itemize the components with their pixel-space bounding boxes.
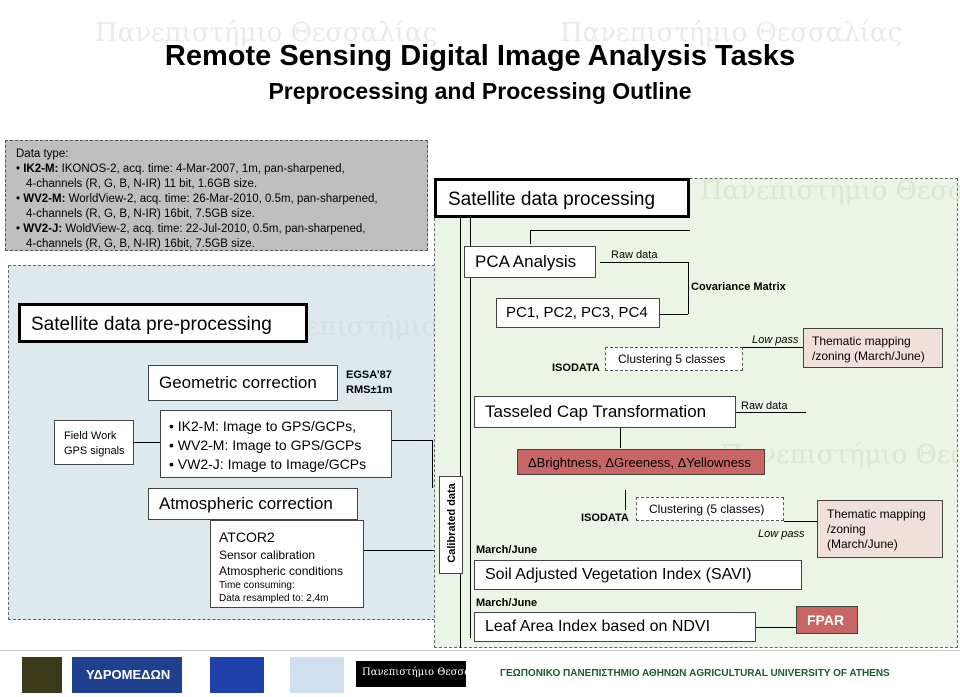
geometric-correction-box: Geometric correction: [148, 365, 338, 401]
tasseled-cap-bands-label: ΔBrightness, ΔGreeness, ΔYellowness: [528, 455, 751, 470]
covariance-matrix-label: Covariance Matrix: [691, 281, 786, 293]
connector: [470, 218, 471, 638]
page-subtitle: Preprocessing and Processing Outline: [268, 78, 692, 104]
atcor-line: Sensor calibration: [219, 548, 316, 562]
egsa-label: EGSA’87: [346, 369, 392, 381]
march-june-label: March/June: [476, 544, 538, 556]
atmospheric-correction-box: Atmospheric correction: [148, 488, 358, 520]
connector: [743, 347, 803, 348]
isodata-label: ISODATA: [581, 512, 629, 524]
field-work-label: Field Work: [64, 430, 117, 442]
connector: [620, 428, 621, 448]
atcor-small: Time consuming:: [219, 580, 295, 591]
clustering-label: Clustering (5 classes): [649, 502, 765, 516]
gcp-item: • IK2-M: Image to GPS/GCPs,: [169, 418, 356, 434]
watermark: Πανεπιστήμιο Θεσσαλίας: [700, 176, 960, 206]
tasseled-cap-box: Tasseled Cap Transformation: [474, 396, 736, 428]
connector: [392, 440, 432, 441]
rms-label: RMS±1m: [346, 384, 393, 396]
gcp-item: • WV2-M: Image to GPS/GCPs: [169, 437, 362, 453]
hydromedon-logo: ΥΔΡΟΜΕΔΩΝ: [72, 657, 182, 693]
march-june-label: March/June: [476, 597, 538, 609]
agricultural-university-logo: ΓΕΩΠΟΝΙΚΟ ΠΑΝΕΠΙΣΤΗΜΙΟ ΑΘΗΝΩΝ AGRICULTUR…: [476, 659, 958, 691]
thematic-mapping-box: Thematic mapping /zoning (March/June): [817, 500, 943, 558]
data-type-item-cont: 4-channels (R, G, B, N-IR) 11 bit, 1.6GB…: [26, 178, 258, 190]
preprocessing-title-box: Satellite data pre-processing: [18, 303, 308, 343]
data-type-item: IK2-M: IKONOS-2, acq. time: 4-Mar-2007, …: [16, 162, 417, 177]
clustering-box: Clustering (5 classes): [636, 497, 784, 521]
preprocessing-title: Satellite data pre-processing: [31, 314, 272, 335]
raw-data-label: Raw data: [741, 400, 788, 412]
data-type-list: IK2-M: IKONOS-2, acq. time: 4-Mar-2007, …: [16, 162, 417, 252]
low-pass-label: Low pass: [752, 334, 799, 346]
connector: [134, 442, 160, 443]
tasseled-cap-label: Tasseled Cap Transformation: [485, 402, 707, 421]
university-logo: Πανεπιστήμιο Θεσσαλίας: [356, 661, 494, 687]
watermark: Πανεπιστήμιο Θεσσαλίας: [560, 18, 903, 48]
gcp-box: • IK2-M: Image to GPS/GCPs, • WV2-M: Ima…: [160, 410, 392, 478]
connector: [660, 314, 688, 315]
connector: [736, 412, 806, 413]
field-work-box: Field Work GPS signals: [54, 420, 134, 465]
lai-box: Leaf Area Index based on NDVI: [474, 612, 756, 642]
gcp-item: • VW2-J: Image to Image/GCPs: [169, 456, 367, 472]
isodata-label: ISODATA: [552, 362, 600, 374]
clustering-box: Clustering 5 classes: [605, 347, 743, 371]
lai-label: Leaf Area Index based on NDVI: [485, 618, 711, 635]
watermark: Πανεπιστήμιο Θεσσαλίας: [95, 18, 438, 48]
eu-flag-icon: [210, 657, 264, 693]
processing-title: Satellite data processing: [448, 189, 656, 210]
fpar-label: FPAR: [807, 612, 845, 628]
footer-bar: ΥΔΡΟΜΕΔΩΝ Πανεπιστήμιο Θεσσαλίας ΓΕΩΠΟΝΙ…: [0, 650, 960, 697]
savi-box: Soil Adjusted Vegetation Index (SAVI): [474, 560, 802, 590]
tasseled-cap-bands-box: ΔBrightness, ΔGreeness, ΔYellowness: [517, 449, 765, 475]
atcor-label: ATCOR2: [219, 529, 275, 545]
data-type-item: WV2-M: WorldView-2, acq. time: 26-Mar-20…: [16, 192, 417, 207]
calibrated-data-box: Calibrated data: [439, 476, 463, 574]
connector: [784, 521, 817, 522]
pcs-box: PC1, PC2, PC3, PC4: [496, 298, 660, 328]
data-type-item: WV2-J: WoldView-2, acq. time: 22-Jul-201…: [16, 222, 417, 237]
connector: [756, 627, 796, 628]
atcor-line: Atmospheric conditions: [219, 564, 344, 578]
connector: [600, 262, 688, 263]
mountain-logo-icon: [22, 657, 62, 693]
gps-signals-label: GPS signals: [64, 445, 125, 457]
geometric-correction-label: Geometric correction: [159, 373, 317, 392]
thematic-mapping-label: Thematic mapping /zoning (March/June): [812, 334, 925, 363]
raw-data-label: Raw data: [611, 249, 658, 261]
pca-label: PCA Analysis: [475, 252, 577, 271]
clustering-label: Clustering 5 classes: [618, 352, 726, 366]
connector: [460, 218, 461, 648]
thematic-mapping-label: Thematic mapping /zoning (March/June): [827, 507, 926, 551]
page-title: Remote Sensing Digital Image Analysis Ta…: [164, 40, 796, 72]
thematic-mapping-box: Thematic mapping /zoning (March/June): [803, 328, 943, 368]
pca-box: PCA Analysis: [464, 246, 596, 278]
connector: [530, 230, 531, 244]
atcor-box: ATCOR2 Sensor calibration Atmospheric co…: [210, 520, 364, 608]
data-type-heading: Data type:: [16, 148, 69, 160]
connector: [432, 440, 433, 488]
pcs-label: PC1, PC2, PC3, PC4: [506, 304, 648, 321]
connector: [625, 490, 626, 510]
data-type-item-cont: 4-channels (R, G, B, N-IR) 16bit, 7.5GB …: [26, 238, 255, 250]
fpar-box: FPAR: [796, 606, 858, 634]
savi-label: Soil Adjusted Vegetation Index (SAVI): [485, 566, 752, 583]
atmospheric-correction-label: Atmospheric correction: [159, 494, 333, 513]
data-type-item-cont: 4-channels (R, G, B, N-IR) 16bit, 7.5GB …: [26, 208, 255, 220]
connector: [364, 550, 434, 551]
low-pass-label: Low pass: [758, 528, 805, 540]
connector: [530, 230, 690, 231]
calibrated-data-label: Calibrated data: [446, 483, 458, 563]
program-logo-icon: [290, 657, 344, 693]
atcor-small: Data resampled to: 2,4m: [219, 593, 329, 604]
connector: [688, 262, 689, 314]
processing-title-box: Satellite data processing: [434, 178, 690, 218]
data-type-box: Data type: IK2-M: IKONOS-2, acq. time: 4…: [5, 140, 428, 251]
